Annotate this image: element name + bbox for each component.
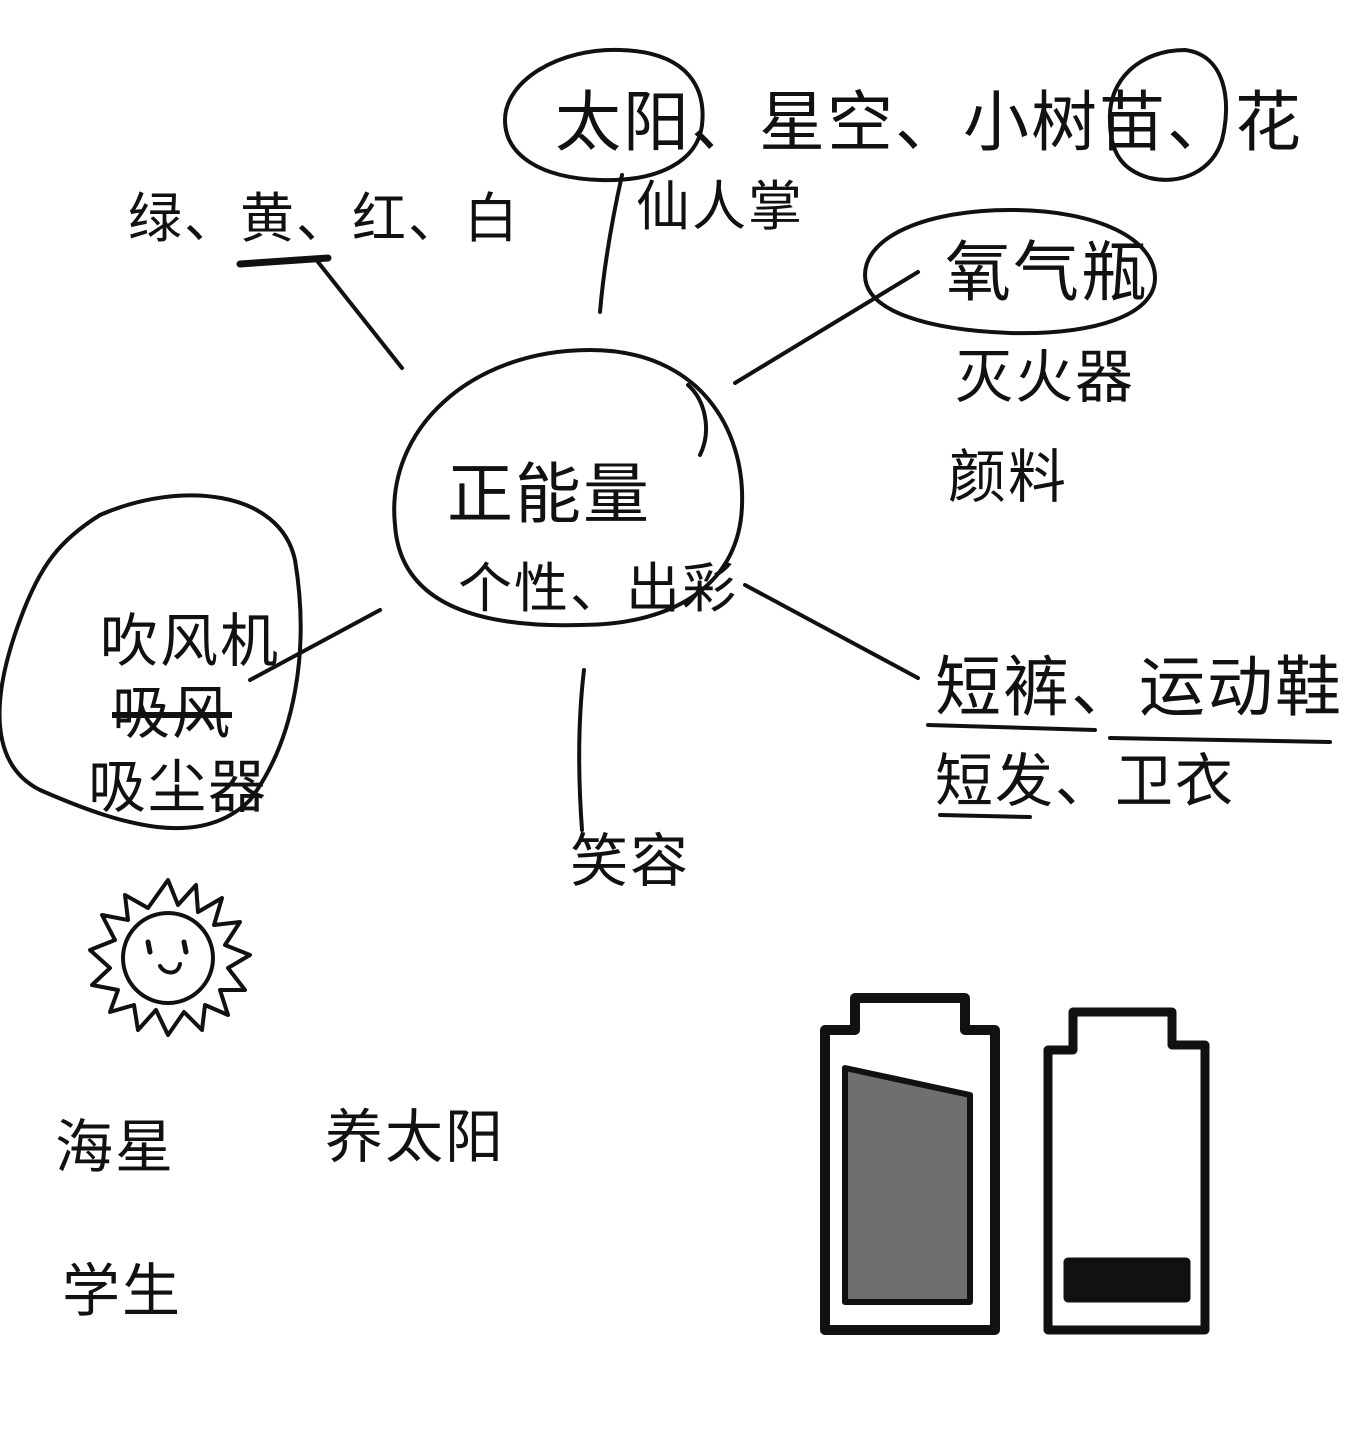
crossed-out-word: 吸风 — [112, 684, 232, 742]
raise-sun-label: 养太阳 — [325, 1108, 505, 1166]
center-subtitle: 个性、出彩 — [458, 562, 738, 616]
oxygen-tank-label: 氧气瓶 — [945, 240, 1149, 306]
battery-low-icon — [1048, 1012, 1205, 1330]
paint-label: 颜料 — [948, 448, 1068, 506]
starfish-label: 海星 — [55, 1118, 175, 1176]
hairdryer-label: 吹风机 — [100, 612, 280, 670]
connector-oxygen — [735, 272, 918, 383]
connector-clothing — [745, 585, 918, 678]
clothing-row-2: 短发、卫衣 — [935, 752, 1235, 810]
nature-words: 太阳、星空、小树苗、花 — [555, 90, 1303, 156]
colors-label: 绿、黄、红、白 — [128, 192, 520, 246]
connector-sun — [600, 175, 622, 312]
extinguisher-label: 灭火器 — [955, 348, 1135, 406]
sneakers-underline — [1110, 738, 1330, 742]
yellow-underline — [240, 258, 328, 264]
connector-colors — [318, 262, 402, 368]
battery-full-icon — [825, 998, 995, 1330]
student-label: 学生 — [62, 1262, 182, 1320]
smile-label: 笑容 — [570, 832, 690, 890]
cactus-label: 仙人掌 — [636, 180, 804, 234]
clothing-row-1: 短裤、运动鞋 — [935, 655, 1343, 721]
sun-face-icon — [90, 880, 250, 1035]
connector-smile — [579, 670, 584, 830]
center-title: 正能量 — [447, 462, 651, 528]
vacuum-label: 吸尘器 — [88, 758, 268, 816]
shorthair-underline — [940, 815, 1030, 817]
